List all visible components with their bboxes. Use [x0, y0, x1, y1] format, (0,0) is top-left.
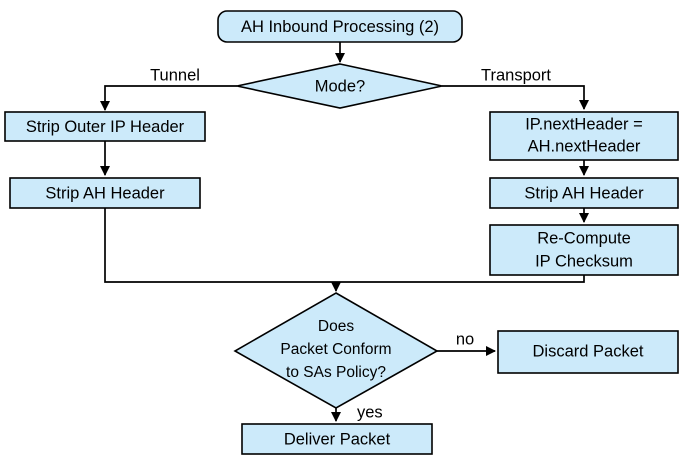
strip-outer-ip-header-shape	[4, 111, 206, 142]
edge-label-no: no	[456, 330, 474, 348]
edge-labels-layer: Tunnel Transport no yes	[150, 66, 551, 421]
mode-decision-label: Mode?	[315, 77, 365, 95]
policy-conform-decision-line1: Does	[318, 318, 354, 335]
policy-conform-decision-line3: to SAs Policy?	[286, 364, 386, 381]
recompute-ip-checksum-line2: IP Checksum	[535, 252, 633, 270]
ah-inbound-processing-label: AH Inbound Processing (2)	[241, 18, 439, 36]
mode-decision-shape	[236, 63, 443, 109]
node-deliver-packet[interactable]: Deliver Packet	[241, 423, 433, 455]
node-strip-ah-header-transport[interactable]: Strip AH Header	[489, 177, 679, 209]
node-ah-inbound-processing[interactable]: AH Inbound Processing (2)	[217, 10, 463, 43]
policy-conform-decision-line2: Packet Conform	[280, 341, 391, 358]
node-strip-outer-ip-header[interactable]: Strip Outer IP Header	[4, 111, 206, 142]
strip-ah-header-transport-shape	[489, 177, 679, 209]
node-ip-next-header-assign[interactable]: IP.nextHeader = AH.nextHeader	[489, 111, 679, 161]
deliver-packet-shape	[241, 423, 433, 455]
deliver-packet-label: Deliver Packet	[284, 430, 391, 448]
node-discard-packet[interactable]: Discard Packet	[497, 330, 679, 374]
edge-label-transport: Transport	[481, 66, 551, 84]
edge-label-yes: yes	[357, 403, 383, 421]
discard-packet-label: Discard Packet	[533, 342, 644, 360]
strip-ah-header-transport-label: Strip AH Header	[524, 184, 644, 202]
recompute-ip-checksum-line1: Re-Compute	[537, 229, 631, 247]
edges-layer	[99, 42, 590, 423]
edge-mode-transport	[442, 85, 590, 111]
edge-label-tunnel: Tunnel	[150, 66, 200, 84]
strip-outer-ip-header-label: Strip Outer IP Header	[26, 118, 185, 136]
edge-tunnel-merge	[104, 208, 336, 283]
policy-conform-decision-shape	[233, 292, 439, 409]
ah-inbound-processing-shape	[217, 10, 463, 43]
node-policy-conform-decision[interactable]: Does Packet Conform to SAs Policy?	[233, 292, 439, 409]
recompute-ip-checksum-shape	[489, 224, 679, 276]
ip-next-header-assign-line2: AH.nextHeader	[528, 137, 641, 155]
strip-ah-header-tunnel-label: Strip AH Header	[45, 184, 165, 202]
strip-ah-header-tunnel-shape	[9, 177, 201, 209]
edge-mode-tunnel	[99, 85, 237, 112]
edge-transport-merge	[336, 275, 585, 283]
discard-packet-shape	[497, 330, 679, 374]
node-strip-ah-header-tunnel[interactable]: Strip AH Header	[9, 177, 201, 209]
node-mode-decision[interactable]: Mode?	[236, 63, 443, 109]
ip-next-header-assign-line1: IP.nextHeader =	[525, 115, 643, 133]
ip-next-header-assign-shape	[489, 111, 679, 161]
node-recompute-ip-checksum[interactable]: Re-Compute IP Checksum	[489, 224, 679, 276]
